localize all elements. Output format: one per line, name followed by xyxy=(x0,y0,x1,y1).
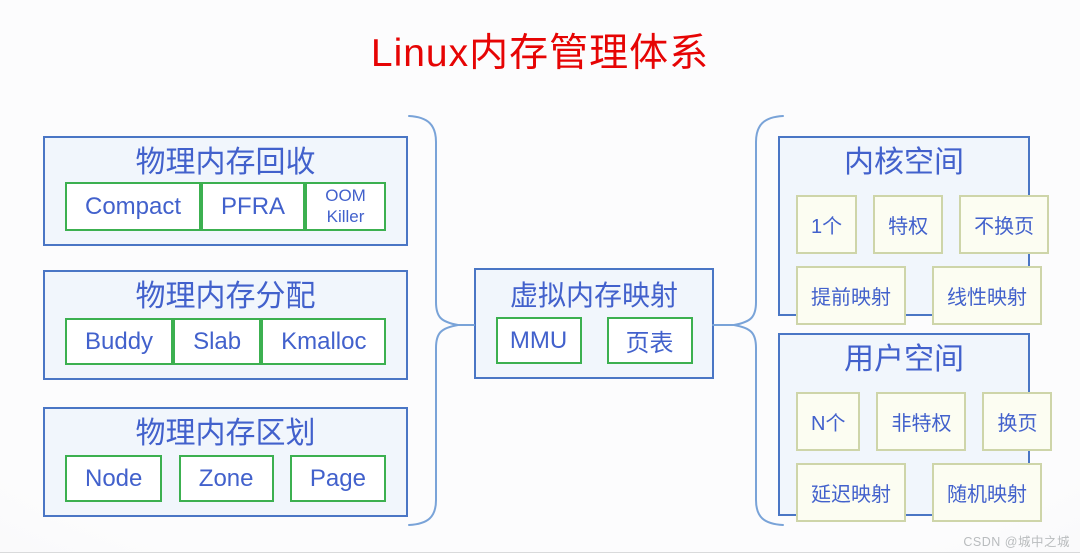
box-physical-memory-reclaim: 物理内存回收 Compact PFRA OOM Killer xyxy=(43,136,408,246)
item-user-count: N个 xyxy=(796,391,861,451)
item-user-lazy-mapping: 延迟映射 xyxy=(796,462,906,522)
item-kernel-privileged: 特权 xyxy=(873,194,944,254)
box-virtual-memory-mapping: 虚拟内存映射 MMU 页表 xyxy=(474,268,714,379)
group-title-kernel: 内核空间 xyxy=(844,146,964,179)
brace-left-icon xyxy=(408,115,459,526)
item-pfra: PFRA xyxy=(201,182,306,231)
items-row-reclaim: Compact PFRA OOM Killer xyxy=(45,182,406,231)
user-row-2: 延迟映射 随机映射 xyxy=(780,462,1042,522)
item-kmalloc: Kmalloc xyxy=(261,318,387,365)
item-node: Node xyxy=(65,455,163,502)
user-row-1: N个 非特权 换页 xyxy=(780,391,1053,451)
group-title-virtual: 虚拟内存映射 xyxy=(509,280,678,311)
item-kernel-linear-mapping: 线性映射 xyxy=(932,265,1042,325)
item-buddy: Buddy xyxy=(65,318,174,365)
box-user-space: 用户空间 N个 非特权 换页 延迟映射 随机映射 xyxy=(778,333,1053,522)
item-mmu: MMU xyxy=(495,317,582,364)
item-user-random-mapping: 随机映射 xyxy=(932,462,1042,522)
item-page: Page xyxy=(289,455,386,502)
box-kernel-space: 内核空间 1个 特权 不换页 提前映射 线性映射 xyxy=(778,136,1050,325)
group-title-user: 用户空间 xyxy=(844,343,964,376)
group-title-reclaim: 物理内存回收 xyxy=(135,146,316,179)
box-physical-memory-allocation: 物理内存分配 Buddy Slab Kmalloc xyxy=(43,270,408,380)
item-oom-killer: OOM Killer xyxy=(305,182,386,231)
page-title: Linux内存管理体系 xyxy=(370,32,710,75)
item-user-non-privileged: 非特权 xyxy=(876,391,967,451)
footer-strip xyxy=(0,552,1080,559)
kernel-row-2: 提前映射 线性映射 xyxy=(780,265,1042,325)
items-row-virtual: MMU 页表 xyxy=(476,317,712,364)
item-kernel-count: 1个 xyxy=(796,194,858,254)
item-slab: Slab xyxy=(173,318,262,365)
item-zone: Zone xyxy=(178,455,274,502)
kernel-row-1: 1个 特权 不换页 xyxy=(780,194,1050,254)
watermark: CSDN @城中之城 xyxy=(963,535,1070,549)
item-compact: Compact xyxy=(65,182,202,231)
item-kernel-early-mapping: 提前映射 xyxy=(796,265,906,325)
item-kernel-no-paging: 不换页 xyxy=(959,194,1050,254)
box-physical-memory-zoning: 物理内存区划 Node Zone Page xyxy=(43,407,408,517)
item-user-paging: 换页 xyxy=(982,391,1053,451)
group-title-alloc: 物理内存分配 xyxy=(135,280,316,313)
item-page-table: 页表 xyxy=(606,317,693,364)
items-row-alloc: Buddy Slab Kmalloc xyxy=(45,318,406,365)
group-title-zoning: 物理内存区划 xyxy=(135,417,316,450)
items-row-zoning: Node Zone Page xyxy=(45,455,406,502)
brace-right-icon xyxy=(733,115,784,526)
